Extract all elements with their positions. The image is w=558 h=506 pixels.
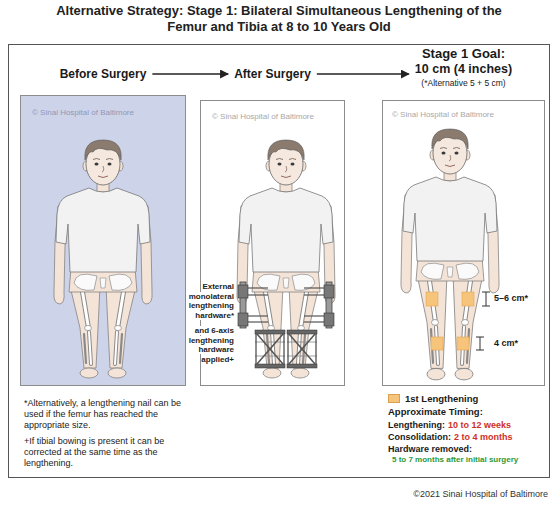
lengthening-bands — [426, 292, 474, 350]
diagram-label: 5–6 cm* — [494, 293, 528, 303]
diagram-label: Consolidation: — [388, 432, 451, 442]
diagram-label: +If tibial bowing is present it can be c… — [24, 436, 164, 468]
label-box: Approximate Timing: — [388, 406, 483, 418]
diagram-label: © Sinai Hospital of Baltimore — [32, 108, 134, 117]
diagram-label: Hardware removed: — [388, 444, 472, 454]
panel-frame — [382, 100, 545, 386]
diagram-label: External monolateral lengthening hardwar… — [189, 282, 234, 320]
dimension-brackets — [476, 292, 490, 350]
child-body — [401, 129, 499, 380]
label-box: *Alternatively, a lengthening nail can b… — [24, 398, 196, 431]
diagram-title: Alternative Strategy: Stage 1: Bilateral… — [40, 3, 518, 35]
child-body — [237, 140, 335, 378]
label-box: External monolateral lengthening hardwar… — [186, 282, 234, 320]
panel-heading: After Surgery — [200, 66, 345, 82]
diagram-label: 4 cm* — [494, 338, 518, 348]
connector-arrow — [152, 73, 228, 75]
diagram-label: 2 to 4 months — [454, 432, 513, 442]
label-box: 5–6 cm* — [494, 293, 528, 304]
heading-line: Stage 1 Goal: — [382, 46, 545, 62]
diagram-label: © Sinai Hospital of Baltimore — [392, 110, 494, 119]
heading-line: 10 cm (4 inches) — [382, 62, 545, 77]
diagram-label: 5 to 7 months after initial surgery — [392, 455, 518, 464]
label-box: 5 to 7 months after initial surgery — [392, 455, 548, 465]
child-body — [54, 140, 152, 378]
label-box: © Sinai Hospital of Baltimore — [212, 112, 314, 122]
fixator-hardware — [238, 282, 285, 368]
child-before-figure — [20, 95, 186, 386]
legend-swatch — [388, 394, 400, 403]
child-goal-figure — [382, 100, 545, 386]
fixator-hardware — [287, 282, 334, 368]
panel-node: Stage 1 Goal:10 cm (4 inches) (*Alternati… — [382, 44, 545, 386]
panel-heading: Stage 1 Goal:10 cm (4 inches) (*Alternati… — [382, 46, 545, 89]
title-text: Alternative Strategy: Stage 1: Bilateral… — [56, 3, 502, 34]
diagram-label: 10 to 12 weeks — [448, 420, 511, 430]
legend-text: 1st Lengthening — [405, 393, 478, 404]
panel-heading-text: (*Alternative 5 + 5 cm) — [421, 78, 505, 88]
panel-heading-text: After Surgery — [234, 67, 311, 81]
heading-line: After Surgery — [200, 66, 345, 82]
label-box: ©2021 Sinai Hospital of Baltimore — [348, 488, 548, 500]
label-box: Hardware removed: — [388, 443, 472, 455]
label-box: 4 cm* — [494, 338, 518, 349]
heading-line: (*Alternative 5 + 5 cm) — [382, 77, 545, 89]
panel-heading-text: Before Surgery — [60, 67, 147, 81]
label-box: Consolidation:2 to 4 months — [388, 431, 513, 443]
label-box: +If tibial bowing is present it can be c… — [24, 436, 196, 469]
label-box: and 6-axis lengthening hardware applied+ — [186, 326, 234, 364]
heading-line: Before Surgery — [20, 66, 186, 82]
panel-heading: Before Surgery — [20, 66, 186, 82]
panel-frame — [20, 95, 186, 386]
diagram-label: Approximate Timing: — [388, 406, 483, 417]
panel-heading-text: Stage 1 Goal: — [422, 46, 505, 61]
legend-label: 1st Lengthening — [405, 392, 478, 405]
diagram-label: ©2021 Sinai Hospital of Baltimore — [413, 489, 548, 499]
label-box: © Sinai Hospital of Baltimore — [32, 108, 134, 118]
diagram-label: © Sinai Hospital of Baltimore — [212, 112, 314, 121]
connector-arrow — [317, 73, 409, 75]
panel-heading-text: 10 cm (4 inches) — [415, 62, 512, 76]
diagram-label: *Alternatively, a lengthening nail can b… — [24, 398, 181, 430]
label-box: © Sinai Hospital of Baltimore — [392, 110, 494, 120]
label-box: Lengthening:10 to 12 weeks — [388, 419, 511, 431]
diagram-label: Lengthening: — [388, 420, 445, 430]
diagram-label: and 6-axis lengthening hardware applied+ — [189, 326, 234, 364]
